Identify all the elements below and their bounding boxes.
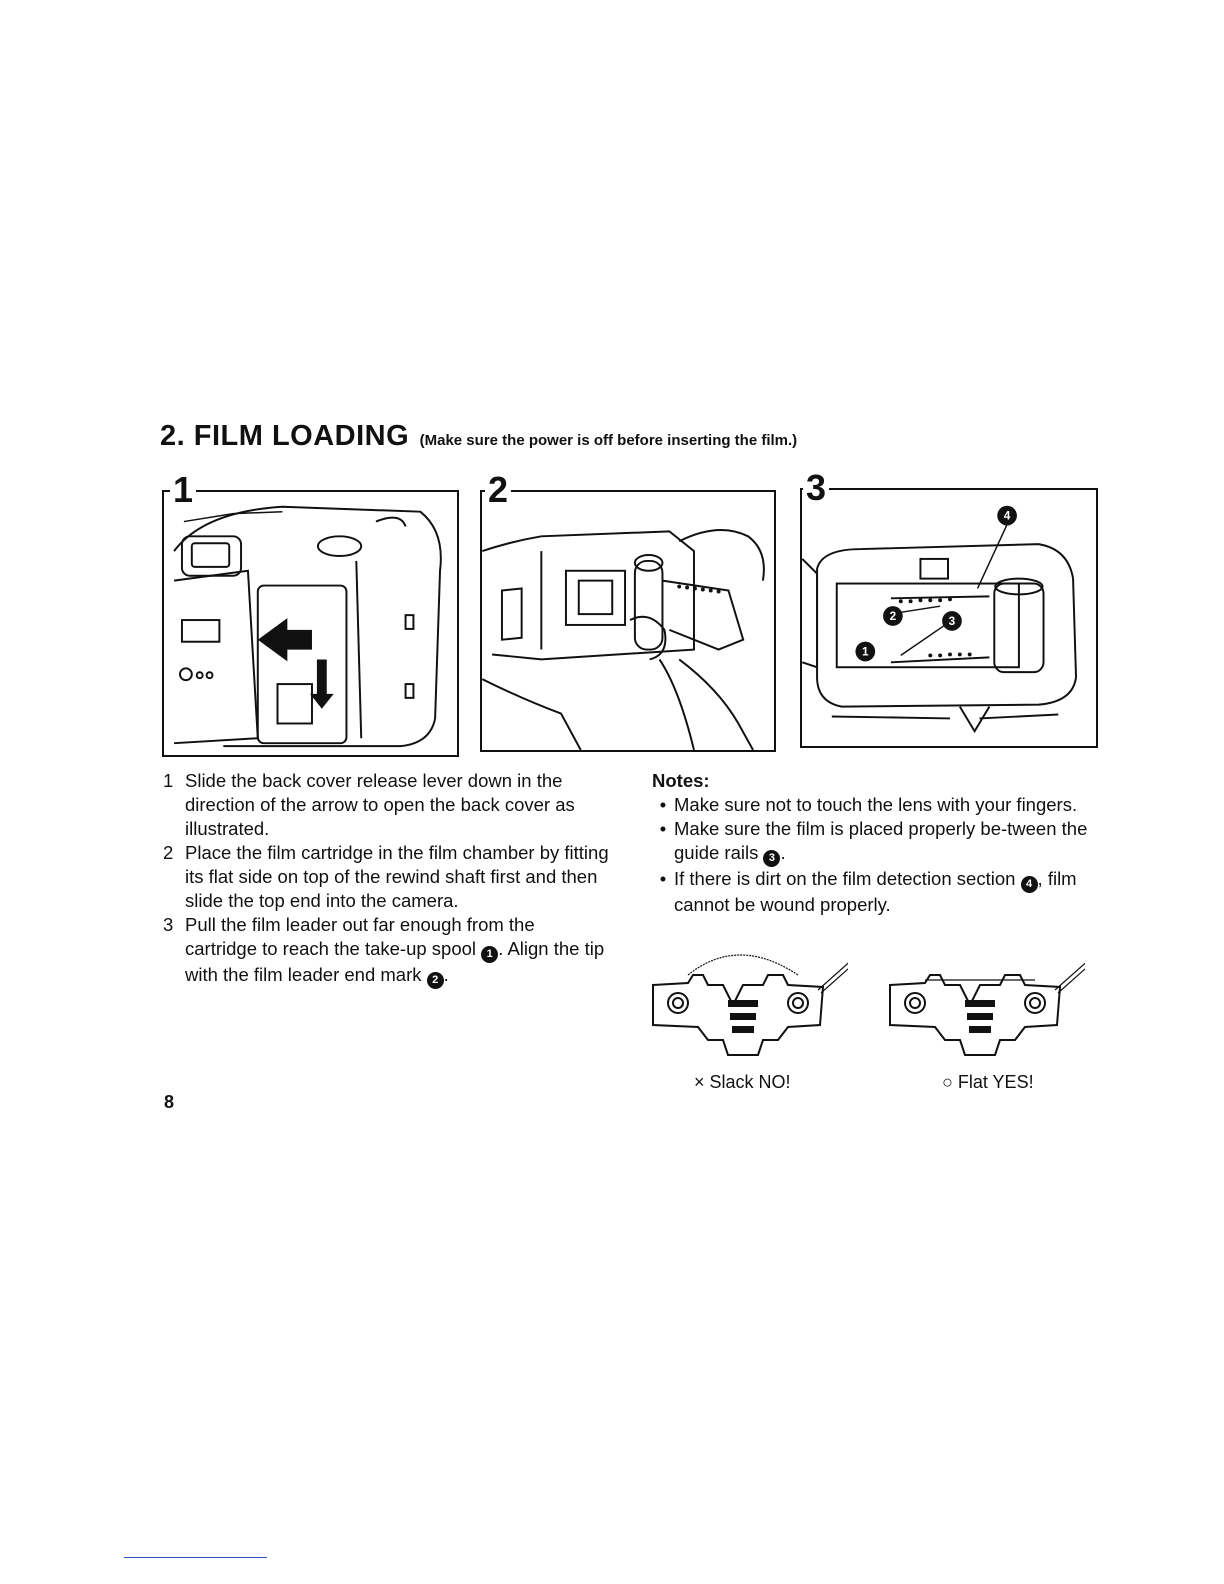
note-text-part: Make sure the film is placed properly be… [674, 818, 1088, 863]
illustration-panel-2 [480, 490, 776, 752]
bullet-icon: • [659, 868, 667, 889]
camera-back-cover-illustration [173, 505, 442, 748]
step-text: Place the film cartridge in the film cha… [185, 842, 609, 911]
note-item: • If there is dirt on the film detection… [652, 867, 1102, 917]
step-text: Slide the back cover release lever down … [185, 770, 575, 839]
bullet-icon: • [659, 818, 667, 839]
flat-film-illustration [889, 949, 1104, 1056]
panel-number-1: 1 [170, 472, 197, 508]
callout-3: 3 [949, 614, 956, 628]
note-text-part: . [780, 842, 786, 863]
note-text-part: , film cannot be wound properly. [674, 868, 1077, 915]
step-number: 2 [163, 842, 174, 863]
slack-film-figure [648, 945, 867, 1060]
flat-caption: ○ Flat YES! [942, 1072, 1034, 1092]
panel-number-2: 2 [485, 472, 512, 508]
panel-number-3: 3 [803, 470, 830, 506]
step-text-part: Pull the film leader out far enough from… [185, 914, 535, 959]
step-number: 1 [163, 770, 174, 791]
footer-divider [124, 1557, 267, 1558]
note-text: Make sure not to touch the lens with you… [674, 794, 1078, 815]
step-text: Pull the film leader out far enough from… [185, 913, 611, 989]
note-text: Make sure the film is placed properly be… [674, 817, 1102, 867]
step-text-part: . [443, 964, 449, 985]
bullet-icon: • [659, 794, 667, 815]
step-item: 2 Place the film cartridge in the film c… [163, 841, 611, 913]
step-number: 3 [163, 914, 174, 935]
callout-marker: 3 [763, 850, 781, 867]
callout-2: 2 [890, 609, 897, 623]
film-cartridge-illustration [482, 529, 765, 750]
callout-marker: 4 [1020, 876, 1038, 893]
step-item: 3 Pull the film leader out far enough fr… [163, 913, 611, 989]
step-text-part: . Align the tip with the film leader end… [185, 938, 605, 985]
flat-film-figure [885, 945, 1104, 1060]
page-number: 8 [164, 1092, 175, 1112]
note-text-part: If there is dirt on the film detection s… [674, 868, 1016, 889]
notes-title: Notes: [652, 770, 710, 791]
illustration-panel-1 [162, 490, 459, 757]
note-text: If there is dirt on the film detection s… [674, 867, 1102, 917]
callout-1: 1 [862, 644, 869, 658]
heading-subtitle: (Make sure the power is off before inser… [419, 432, 798, 449]
slack-caption: × Slack NO! [694, 1072, 791, 1092]
section-heading: 2. FILM LOADING (Make sure the power is … [160, 420, 797, 453]
illustration-panel-3: 4 2 3 1 [800, 488, 1098, 748]
slack-film-illustration [652, 949, 867, 1056]
film-chamber-illustration: 4 2 3 1 [802, 505, 1078, 734]
callout-marker: 2 [426, 972, 444, 989]
note-item: • Make sure not to touch the lens with y… [652, 793, 1102, 817]
instruction-steps: 1 Slide the back cover release lever dow… [163, 769, 611, 989]
callout-4: 4 [1004, 509, 1011, 523]
step-item: 1 Slide the back cover release lever dow… [163, 769, 611, 841]
note-item: • Make sure the film is placed properly … [652, 817, 1102, 867]
notes-section: Notes: • Make sure not to touch the lens… [652, 769, 1102, 917]
callout-marker: 1 [481, 946, 499, 963]
heading-title: 2. FILM LOADING [160, 420, 410, 452]
